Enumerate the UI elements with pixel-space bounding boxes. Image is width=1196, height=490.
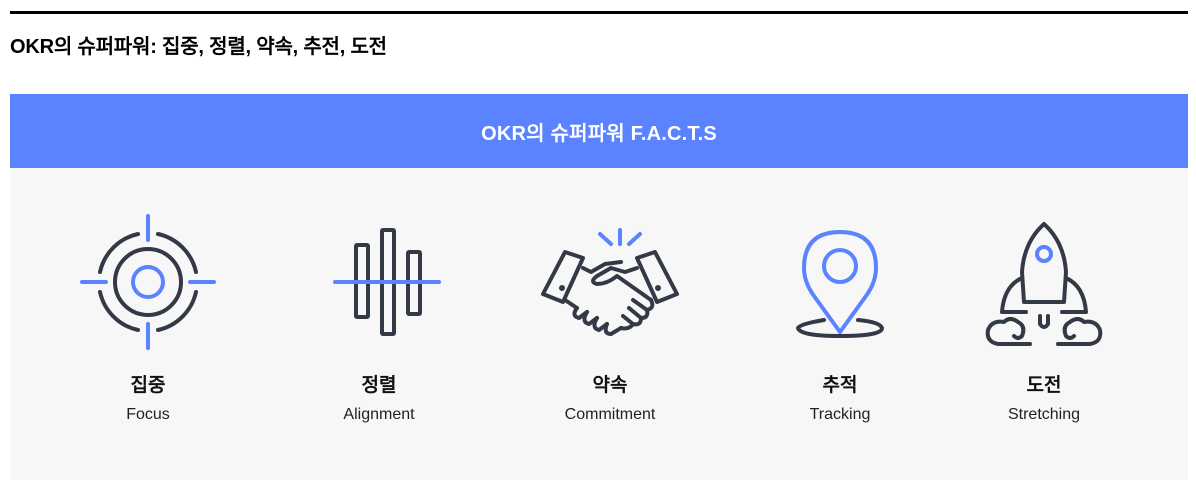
facts-panel: 집중 Focus 정렬 Alignment — [10, 168, 1188, 480]
fact-label-en: Commitment — [564, 406, 656, 423]
rocket-icon — [974, 212, 1114, 352]
fact-label-ko: 추적 — [822, 375, 858, 396]
fact-label-ko: 집중 — [130, 375, 166, 396]
top-divider — [10, 11, 1188, 14]
page-title: OKR의 슈퍼파워: 집중, 정렬, 약속, 추전, 도전 — [10, 36, 387, 58]
fact-label-ko: 정렬 — [361, 375, 397, 396]
facts-banner: OKR의 슈퍼파워 F.A.C.T.S — [10, 94, 1188, 168]
target-icon — [78, 212, 218, 352]
handshake-icon — [525, 212, 695, 352]
fact-label-en: Focus — [126, 406, 170, 423]
location-pin-icon — [770, 212, 910, 352]
fact-label-en: Stretching — [1007, 406, 1081, 423]
banner-title: OKR의 슈퍼파워 F.A.C.T.S — [481, 122, 717, 145]
fact-label-ko: 약속 — [592, 375, 628, 396]
alignment-bars-icon — [309, 212, 449, 352]
fact-label-ko: 도전 — [1026, 375, 1062, 396]
fact-label-en: Tracking — [809, 406, 871, 423]
fact-label-en: Alignment — [343, 406, 415, 423]
